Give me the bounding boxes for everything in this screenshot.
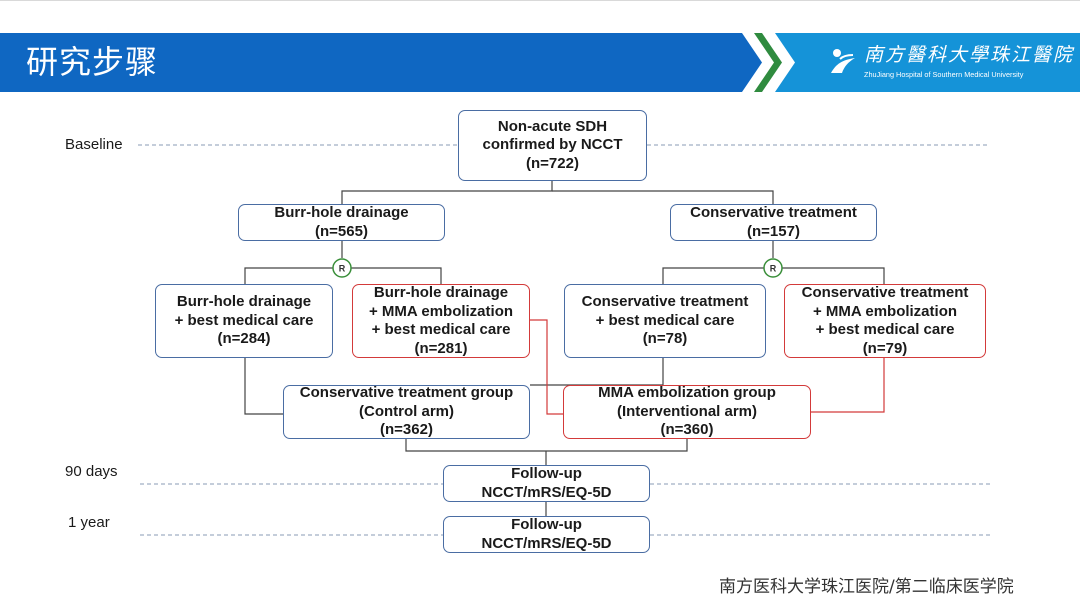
burr-hole-box: Burr-hole drainage (n=565): [238, 204, 445, 241]
burr-bmc-line-2: + best medical care: [174, 311, 314, 329]
header-banner: 研究步骤 南方醫科大學珠江醫院 ZhuJiang Hospital of Sou…: [0, 33, 1080, 92]
control-line-3: (n=362): [380, 421, 433, 439]
baseline-label: Baseline: [65, 136, 123, 153]
followup2-line-2: NCCT/mRS/EQ-5D: [481, 534, 612, 552]
burr-bmc-line-3: (n=284): [217, 330, 271, 348]
year1-label: 1 year: [68, 514, 110, 531]
burr-mma-line-4: (n=281): [414, 339, 468, 357]
burr-mma-box: Burr-hole drainage + MMA embolization + …: [352, 284, 530, 358]
followup2-line-1: Follow-up: [511, 516, 582, 533]
banner-logo-panel: [775, 33, 1080, 92]
footer-institution: 南方医科大学珠江医院/第二临床医学院: [719, 577, 1014, 597]
randomization-label: R: [339, 264, 346, 274]
conservative-box: Conservative treatment (n=157): [670, 204, 877, 241]
mma-group-line-2: (Interventional arm): [616, 402, 758, 420]
mma-group-line-3: (n=360): [660, 421, 714, 439]
control-line-2: (Control arm): [359, 402, 454, 420]
mma-group-box: MMA embolization group (Interventional a…: [563, 384, 811, 439]
burr-bmc-line-1: Burr-hole drainage: [176, 293, 312, 311]
top-rule: [0, 0, 1080, 1]
banner-chevron: [742, 33, 795, 92]
cons-bmc-line-2: + best medical care: [595, 311, 735, 329]
root-box: Non-acute SDH confirmed by NCCT (n=722): [458, 110, 647, 181]
cons-mma-box: Conservative treatment + MMA embolizatio…: [784, 284, 986, 358]
cons-mma-line-3: + best medical care: [815, 321, 955, 338]
root-line-3: (n=722): [526, 154, 579, 172]
burr-mma-line-3: + best medical care: [371, 321, 511, 338]
randomization-marker-right: R: [763, 258, 783, 278]
randomization-label: R: [770, 264, 777, 274]
conservative-line-1: Conservative treatment: [690, 204, 857, 221]
root-line-2: confirmed by NCCT: [482, 136, 623, 154]
burr-bmc-box: Burr-hole drainage + best medical care (…: [155, 284, 333, 358]
days90-label: 90 days: [65, 463, 118, 480]
burr-line-2: (n=565): [315, 222, 368, 240]
control-group-box: Conservative treatment group (Control ar…: [283, 384, 530, 439]
followup-1y-box: Follow-up NCCT/mRS/EQ-5D: [443, 516, 650, 553]
hospital-logo-icon: [831, 49, 855, 73]
followup1-line-2: NCCT/mRS/EQ-5D: [481, 483, 612, 501]
cons-mma-line-1: Conservative treatment: [801, 284, 969, 301]
conservative-line-2: (n=157): [747, 222, 800, 240]
followup-90d-box: Follow-up NCCT/mRS/EQ-5D: [443, 465, 650, 502]
cons-bmc-line-3: (n=78): [642, 330, 688, 348]
hospital-name-cn: 南方醫科大學珠江醫院: [864, 44, 1075, 66]
cons-mma-line-4: (n=79): [862, 339, 908, 357]
followup1-line-1: Follow-up: [511, 465, 582, 482]
hospital-name-en: ZhuJiang Hospital of Southern Medical Un…: [864, 70, 1024, 79]
control-line-1: Conservative treatment group: [299, 384, 514, 402]
randomization-marker-left: R: [332, 258, 352, 278]
burr-mma-line-2: + MMA embolization: [368, 302, 514, 320]
cons-mma-line-2: + MMA embolization: [812, 302, 958, 320]
burr-mma-line-1: Burr-hole drainage: [373, 284, 509, 301]
root-line-1: Non-acute SDH: [497, 117, 608, 135]
mma-group-line-1: MMA embolization group: [598, 384, 776, 402]
page-title: 研究步骤: [26, 43, 159, 81]
cons-bmc-line-1: Conservative treatment: [581, 293, 749, 311]
cons-bmc-box: Conservative treatment + best medical ca…: [564, 284, 766, 358]
burr-line-1: Burr-hole drainage: [274, 204, 409, 221]
